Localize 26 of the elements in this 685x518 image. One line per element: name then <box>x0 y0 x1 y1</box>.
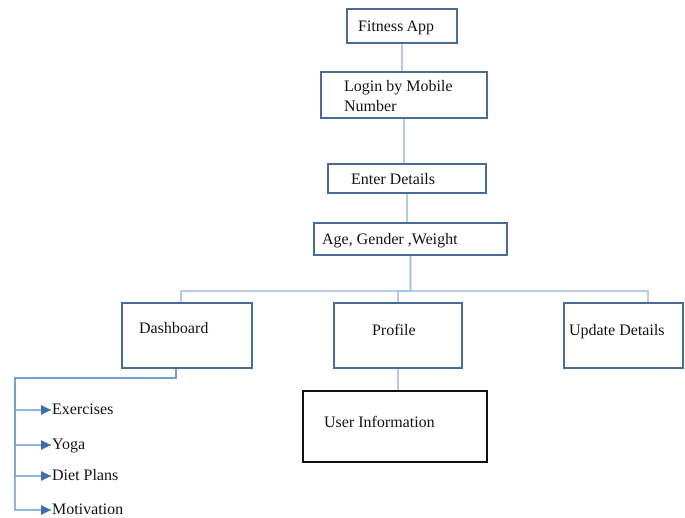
connector-line <box>397 369 399 390</box>
box-label: Enter Details <box>351 170 435 190</box>
connector-line <box>401 44 403 71</box>
list-item-text: Motivation <box>52 500 124 518</box>
info-box <box>302 390 488 463</box>
process-box <box>327 163 487 194</box>
list-item-text: Diet Plans <box>52 466 118 486</box>
process-box <box>121 302 253 369</box>
process-box <box>346 8 458 44</box>
process-box <box>313 222 508 256</box>
process-box <box>563 302 684 369</box>
connector-line <box>406 194 408 222</box>
connector-line <box>410 256 649 302</box>
box-label: Update Details <box>569 321 665 341</box>
box-label: Login by Mobile Number <box>344 77 454 117</box>
list-item-text: Yoga <box>52 435 86 455</box>
box-label: Fitness App <box>358 17 434 37</box>
connector-line <box>403 119 405 163</box>
process-box <box>320 71 488 119</box>
box-label: User Information <box>324 413 435 433</box>
list-item-text: Exercises <box>52 400 114 420</box>
box-label: Profile <box>372 321 416 341</box>
process-box <box>333 302 463 369</box>
box-label: Age, Gender ,Weight <box>322 230 458 250</box>
box-label: Dashboard <box>139 319 208 339</box>
arrow <box>14 369 177 515</box>
